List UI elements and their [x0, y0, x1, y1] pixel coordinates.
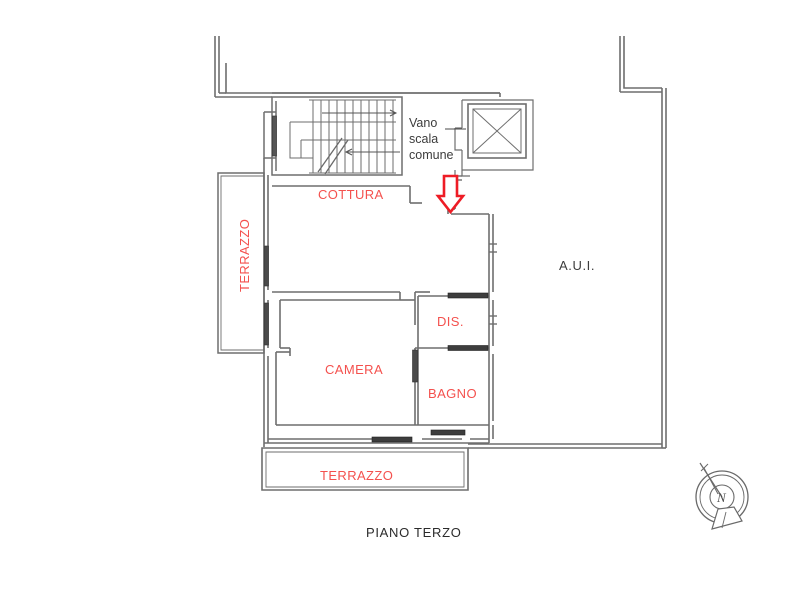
terrazzo-bottom-outline: [261, 447, 469, 491]
room-label-cottura: COTTURA: [318, 187, 384, 202]
adjacent-unit-label: A.U.I.: [559, 258, 596, 273]
stair-down-arrow: [344, 148, 400, 156]
stair-landing-outline: [289, 121, 396, 159]
building-outline: [214, 36, 667, 449]
elevator-shaft: [454, 99, 534, 180]
room-label-bagno: BAGNO: [428, 386, 477, 401]
stair-treads: [309, 99, 396, 174]
page-title: PIANO TERZO: [366, 525, 462, 540]
compass-north-letter: N: [717, 490, 726, 505]
room-label-disimpegno: DIS.: [437, 314, 464, 329]
compass-rose: [695, 462, 749, 530]
stair-up-arrow: [322, 109, 398, 117]
room-label-terrazzo-left: TERRAZZO: [237, 218, 252, 292]
stairwell-note: Vano scala comune: [409, 116, 454, 162]
stair-break-line: [317, 137, 349, 175]
room-label-camera: CAMERA: [325, 362, 384, 377]
window-openings: [264, 245, 489, 443]
room-label-terrazzo-bottom: TERRAZZO: [320, 468, 394, 483]
stairwell-door-leaf: [272, 115, 277, 157]
entry-direction-arrow: [435, 174, 466, 215]
